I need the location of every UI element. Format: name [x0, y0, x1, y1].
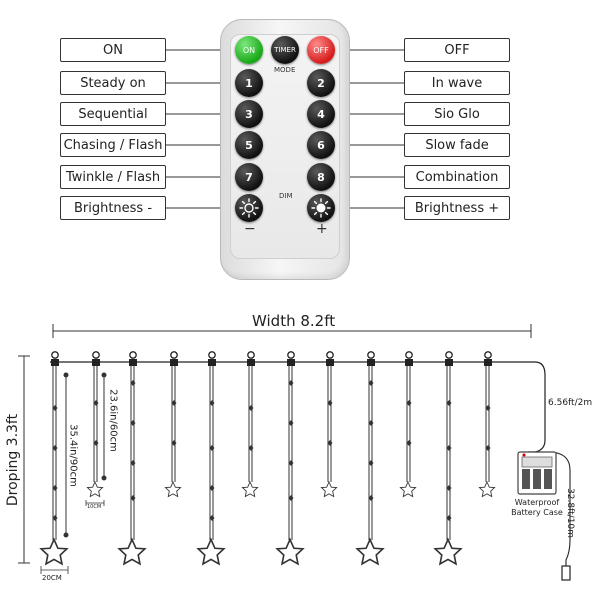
- on-button[interactable]: ON: [235, 36, 263, 64]
- clip-icons: [50, 351, 493, 367]
- small-star-size-label: 10CM: [87, 504, 102, 510]
- strand-length-markers: [63, 372, 107, 538]
- cable-length-label: 32.8ft/10m: [565, 488, 575, 538]
- top-wire: [50, 361, 546, 453]
- number-button-5[interactable]: 5: [235, 131, 263, 159]
- star-size-markers: [40, 500, 105, 574]
- width-dimension: [52, 324, 532, 338]
- extension-cable: [547, 451, 571, 566]
- number-button-2[interactable]: 2: [307, 69, 335, 97]
- big-star-size-label: 20CM: [42, 574, 62, 582]
- strand-3: [130, 364, 135, 540]
- strand-2: [93, 364, 98, 482]
- label-sequential: Sequential: [60, 102, 166, 126]
- label-brightness-plus: Brightness +: [404, 196, 510, 220]
- number-button-3[interactable]: 3: [235, 100, 263, 128]
- dim-label: DIM: [279, 192, 293, 200]
- short-strand-label: 23.6in/60cm: [107, 389, 119, 452]
- battery-label-line2: Battery Case: [511, 508, 563, 517]
- battery-case-icon: [517, 451, 557, 495]
- strand-8: [327, 364, 332, 482]
- small-star-icons: [86, 480, 496, 498]
- drop-dimension: [18, 355, 30, 564]
- mode-label: MODE: [274, 66, 296, 74]
- strand-7: [288, 364, 293, 540]
- lead-length-label: 6.56ft/2m: [548, 398, 593, 408]
- usb-plug: [561, 565, 571, 581]
- label-steady-on: Steady on: [60, 71, 166, 95]
- label-combination: Combination: [404, 165, 510, 189]
- big-star-icons: [39, 537, 463, 566]
- label-slow-fade: Slow fade: [404, 133, 510, 157]
- number-button-1[interactable]: 1: [235, 69, 263, 97]
- sun-filled-icon: [311, 198, 331, 218]
- number-button-7[interactable]: 7: [235, 163, 263, 191]
- drop-label: Droping 3.3ft: [5, 413, 21, 507]
- label-twinkle-flash: Twinkle / Flash: [60, 165, 166, 189]
- brightness-down-button[interactable]: [235, 194, 263, 222]
- timer-button[interactable]: TIMER: [271, 36, 299, 64]
- label-sio-glo: Sio Glo: [404, 102, 510, 126]
- number-button-8[interactable]: 8: [307, 163, 335, 191]
- brightness-up-button[interactable]: [307, 194, 335, 222]
- plus-sign: +: [316, 221, 328, 237]
- label-off: OFF: [404, 38, 510, 62]
- strand-5: [209, 364, 214, 540]
- strand-10: [406, 364, 411, 482]
- number-button-6[interactable]: 6: [307, 131, 335, 159]
- label-brightness-minus: Brightness -: [60, 196, 166, 220]
- number-button-4[interactable]: 4: [307, 100, 335, 128]
- minus-sign: −: [244, 221, 256, 237]
- strand-11: [446, 364, 451, 540]
- strand-1: [52, 364, 57, 540]
- strand-4: [171, 364, 176, 482]
- label-chasing-flash: Chasing / Flash: [60, 133, 166, 157]
- strand-6: [248, 364, 253, 482]
- strand-9: [368, 364, 373, 540]
- sun-outline-icon: [239, 198, 259, 218]
- strand-12: [485, 364, 490, 482]
- label-in-wave: In wave: [404, 71, 510, 95]
- off-button[interactable]: OFF: [307, 36, 335, 64]
- battery-label-line1: Waterproof: [514, 498, 560, 507]
- label-on: ON: [60, 38, 166, 62]
- width-label: Width 8.2ft: [252, 312, 336, 330]
- long-strand-label: 35.4in/90cm: [67, 424, 79, 487]
